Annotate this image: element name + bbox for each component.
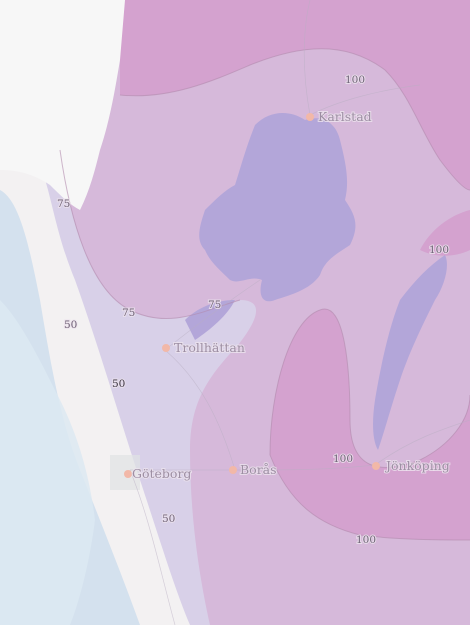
- zone-100-plus-south: [270, 309, 470, 540]
- contour-label: 100: [429, 244, 449, 256]
- contour-labels: 100 75 100 75 75 50 50 100 50 100: [56, 73, 450, 547]
- lake-vanern: [199, 113, 356, 302]
- city-dot-goteborg[interactable]: [124, 470, 132, 478]
- city-dot-boras[interactable]: [229, 466, 237, 474]
- contour-lines: [59, 48, 470, 541]
- contour-label: 50: [64, 319, 77, 331]
- city-label-karlstad: Karlstad: [318, 109, 372, 124]
- contour-label: 100: [356, 534, 376, 546]
- city-dot-karlstad[interactable]: [306, 113, 314, 121]
- city-dot-jonkoping[interactable]: [372, 462, 380, 470]
- contour-label: 50: [112, 378, 125, 390]
- city-label-goteborg: Göteborg: [132, 466, 191, 481]
- contour-label: 75: [57, 198, 70, 210]
- contour-label: 100: [333, 453, 353, 465]
- sea-southwest: [0, 300, 95, 625]
- lake-vattern: [373, 255, 447, 450]
- contour-label: 50: [162, 513, 175, 525]
- city-label-boras: Borås: [240, 462, 277, 477]
- zone-100-plus-east: [420, 210, 470, 256]
- contour-label: 100: [345, 74, 365, 86]
- city-label-jonkoping: Jönköping: [384, 458, 450, 473]
- zone-100-plus-north: [120, 0, 470, 190]
- city-markers: Karlstad Trollhättan Göteborg Borås Jönk…: [124, 108, 451, 482]
- city-dot-trollhattan[interactable]: [162, 344, 170, 352]
- contour-label: 75: [122, 307, 135, 319]
- land-northwest: [0, 0, 125, 210]
- road-network: [129, 0, 470, 625]
- contour-label: 75: [208, 299, 221, 311]
- city-label-trollhattan: Trollhättan: [174, 340, 245, 355]
- lake-vanern-south-arm: [185, 300, 235, 340]
